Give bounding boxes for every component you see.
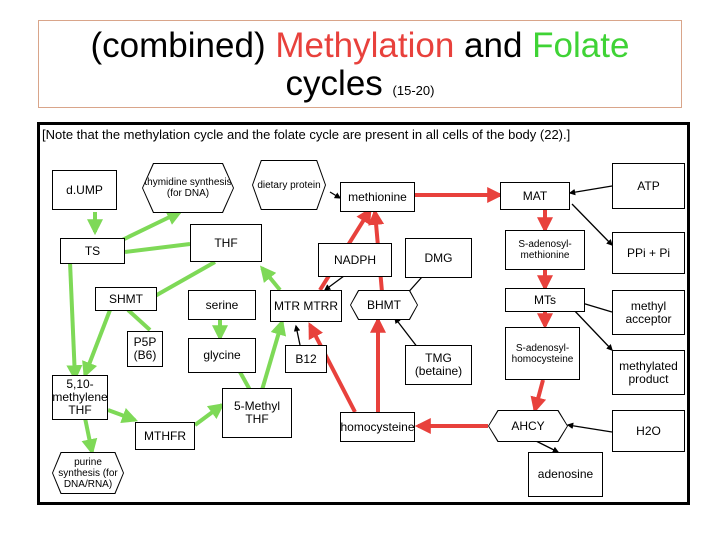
- title-cycles: cycles: [285, 64, 383, 103]
- title-and: and: [454, 26, 533, 65]
- node-nadph: NADPH: [318, 243, 392, 277]
- arrow-mthf-purine: [81, 417, 98, 456]
- label-mthfr: MTHFR: [144, 428, 186, 443]
- node-thymidine-synthesis: thymidine synthesis (for DNA): [142, 163, 234, 213]
- node-ts: TS: [60, 238, 125, 264]
- label-methionine: methionine: [348, 189, 407, 204]
- node-homocysteine: homocysteine: [340, 412, 415, 442]
- label-glycine: glycine: [203, 348, 241, 362]
- arrow-methylthf-mtr: [260, 318, 287, 391]
- node-mthfr: MTHFR: [135, 422, 195, 450]
- title-part1: (combined): [90, 26, 276, 65]
- label-ahcy: AHCY: [489, 411, 567, 441]
- arrow-shmt-mthf: [82, 309, 112, 378]
- node-purine-synthesis: purine synthesis (for DNA/RNA): [52, 452, 124, 494]
- label-tmg: TMG (betaine): [414, 351, 463, 378]
- title-reference: (15-20): [392, 83, 435, 98]
- node-h2o: H2O: [612, 410, 685, 452]
- title-methylation: Methylation: [275, 26, 455, 65]
- label-h2o: H2O: [636, 423, 661, 438]
- arrow-mtr-thf: [259, 265, 282, 292]
- label-mat: MAT: [522, 188, 548, 203]
- label-atp: ATP: [637, 178, 660, 193]
- node-mts: MTs: [505, 288, 585, 312]
- node-shmt: SHMT: [95, 287, 157, 311]
- line-mts-methylated: [571, 307, 613, 351]
- title-line-2: cycles (15-20): [39, 65, 681, 110]
- label-homocysteine: homocysteine: [340, 419, 415, 434]
- diagram-note: [Note that the methylation cycle and the…: [42, 127, 571, 142]
- node-methionine: methionine: [340, 182, 415, 212]
- arrow-glycine-methylthf: [238, 371, 252, 391]
- label-methyl-acceptor: methyl acceptor: [625, 298, 672, 326]
- line-dietary-methionine: [329, 191, 342, 199]
- node-adenosine: adenosine: [528, 452, 603, 497]
- label-nadph: NADPH: [333, 252, 376, 267]
- node-s-adenosyl-homocysteine: S-adenosyl-homocysteine: [505, 327, 580, 380]
- node-5-10-methylene-thf: 5,10-methylene THF: [52, 375, 108, 420]
- arrow-thf-ts: [124, 242, 191, 254]
- arrow-shmt-p5p: [126, 308, 152, 332]
- label-thf: THF: [214, 235, 238, 250]
- node-dietary-protein: dietary protein: [252, 160, 326, 210]
- label-dietary: dietary protein: [253, 161, 325, 209]
- node-dmg: DMG: [405, 238, 472, 278]
- title-folate: Folate: [532, 26, 630, 65]
- node-b12: B12: [285, 345, 327, 373]
- node-s-adenosyl-methionine: S-adenosyl-methionine: [505, 230, 585, 270]
- arrow-mthf-mthfr: [107, 408, 139, 424]
- node-p5p-b6: P5P (B6): [127, 331, 163, 367]
- label-methyl-thf: 5-Methyl THF: [233, 399, 280, 426]
- label-ts: TS: [84, 243, 101, 258]
- label-mts: MTs: [534, 292, 556, 307]
- node-mtr-mtrr: MTR MTRR: [270, 290, 342, 322]
- line-h2o-ahcy: [566, 422, 613, 433]
- label-sah: S-adenosyl-homocysteine: [511, 342, 574, 365]
- arrow-mthfr-methylthf: [193, 403, 225, 427]
- arrow-thf-shmt: [154, 260, 216, 298]
- label-mtr: MTR MTRR: [274, 298, 338, 313]
- line-mat-ppi: [571, 203, 613, 246]
- label-adenosine: adenosine: [537, 467, 594, 481]
- label-shmt: SHMT: [109, 291, 143, 306]
- node-ppi-pi: PPi + Pi: [612, 232, 685, 274]
- arrow-ts-mthf: [66, 261, 83, 382]
- label-ppi: PPi + Pi: [626, 245, 671, 260]
- label-b12: B12: [295, 351, 317, 366]
- node-tmg-betaine: TMG (betaine): [405, 345, 472, 385]
- label-thymidine: thymidine synthesis (for DNA): [143, 164, 233, 212]
- title-box: (combined) Methylation and Folate cycles…: [38, 20, 682, 108]
- label-bhmt: BHMT: [351, 291, 417, 319]
- node-thf: THF: [190, 224, 262, 262]
- label-p5p: P5P (B6): [133, 335, 157, 362]
- node-methylated-product: methylated product: [612, 350, 685, 395]
- arrow-ts-thymidine: [117, 210, 183, 244]
- arrow-sah-ahcy: [530, 379, 547, 414]
- label-mthf: 5,10-methylene THF: [52, 377, 108, 417]
- node-ahcy: AHCY: [488, 410, 568, 442]
- label-serine: serine: [205, 297, 239, 312]
- node-dump: d.UMP: [52, 170, 117, 210]
- arrow-homocysteine-mtr: [308, 322, 357, 413]
- title-line-1: (combined) Methylation and Folate: [39, 27, 681, 65]
- label-sam: S-adenosyl-methionine: [518, 239, 572, 261]
- line-tmg-bhmt: [394, 316, 419, 349]
- label-dump: d.UMP: [66, 182, 103, 197]
- line-b12-mtr: [293, 324, 301, 346]
- node-serine: serine: [188, 290, 256, 320]
- node-bhmt: BHMT: [350, 290, 418, 320]
- label-purine: purine synthesis (for DNA/RNA): [53, 453, 123, 493]
- line-atp-mat: [568, 185, 613, 196]
- node-mat: MAT: [500, 182, 570, 210]
- label-dmg: DMG: [424, 250, 453, 265]
- node-glycine: glycine: [188, 338, 256, 373]
- node-methyl-acceptor: methyl acceptor: [612, 290, 685, 335]
- label-methylated: methylated product: [619, 358, 678, 386]
- node-atp: ATP: [612, 163, 685, 209]
- node-5-methyl-thf: 5-Methyl THF: [222, 388, 292, 438]
